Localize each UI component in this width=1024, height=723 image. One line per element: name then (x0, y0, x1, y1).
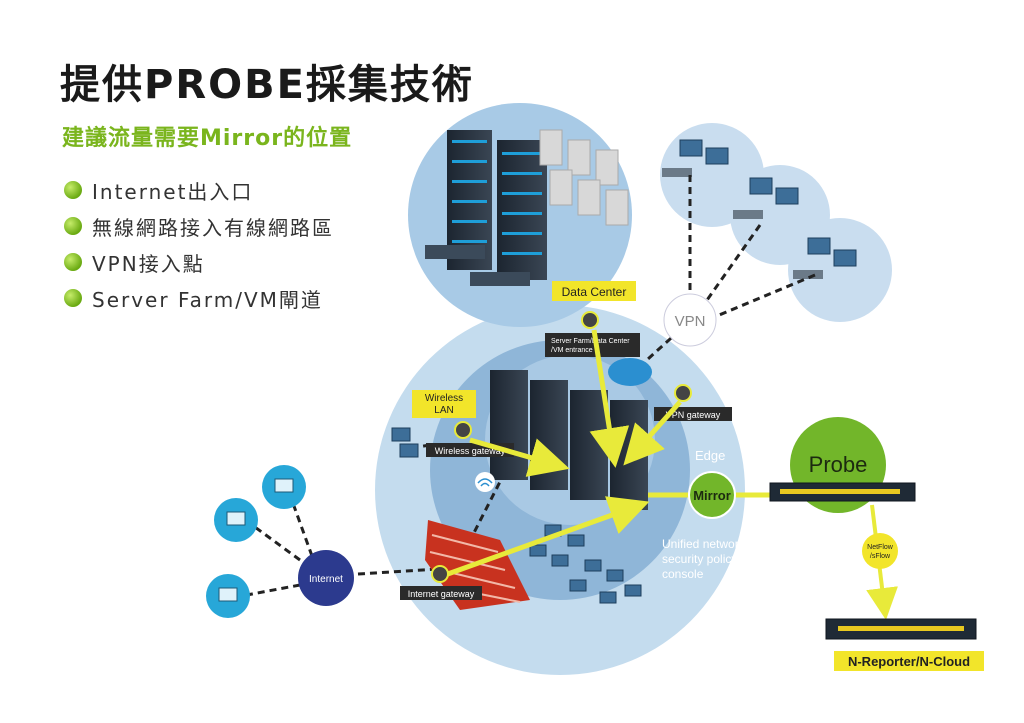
blade-server-icon (425, 245, 530, 286)
netflow-label: NetFlow (867, 544, 894, 551)
wireless-lan-label: LAN (434, 405, 453, 416)
monitor-icon (391, 427, 419, 458)
bullet-dot-icon (64, 217, 82, 235)
unified-label: Unified network (662, 537, 746, 551)
page-subtitle: 建議流量需要Mirror的位置 (62, 126, 353, 151)
netflow-label: /sFlow (870, 553, 891, 560)
unified-label: security policy (662, 552, 737, 566)
server-farm-label: Server Farm/Data Center (551, 338, 630, 345)
bullet-item: Server Farm/VM閘道 (64, 280, 334, 316)
internet-gateway-tag (400, 586, 482, 600)
probe-label: Probe (809, 452, 868, 477)
reporter-appliance-icon (825, 618, 977, 640)
wifi-waves-icon (477, 478, 493, 487)
monitor-icon (679, 139, 857, 267)
vpn-label: VPN (675, 313, 706, 330)
bullet-dot-icon (64, 181, 82, 199)
edge-label: Edge (695, 448, 725, 463)
data-center-tag (552, 281, 636, 301)
monitor-icon (529, 524, 642, 604)
n-reporter-tag (834, 651, 984, 671)
server-rack-lights (452, 140, 542, 255)
bullet-item: VPN接入點 (64, 244, 334, 280)
vpn-gateway-label: VPN gateway (666, 410, 721, 420)
netflow-node (862, 533, 898, 569)
laptop-icon (662, 168, 823, 279)
bullet-text: Server Farm/VM閘道 (92, 287, 323, 312)
page-title: 提供PROBE採集技術 (60, 62, 474, 108)
wireless-lan-tag (412, 390, 476, 418)
probe-point-icon (581, 311, 599, 329)
server-farm-label: /VM entrance (551, 347, 593, 354)
mirror-node (688, 471, 736, 519)
mirror-traffic-arrow (444, 329, 682, 578)
probe-point-icon (431, 565, 449, 583)
bullet-text: VPN接入點 (92, 251, 205, 276)
data-center-label: Data Center (562, 285, 627, 299)
bullet-item: 無線網路接入有線網路區 (64, 208, 334, 244)
mirror-label: Mirror (693, 488, 731, 503)
internet-label: Internet (309, 574, 343, 585)
monitor-icon (218, 478, 294, 602)
wireless-gateway-label: Wireless gateway (435, 446, 506, 456)
bullet-dot-icon (64, 253, 82, 271)
router-icon (608, 358, 652, 386)
wireless-lan-label: Wireless (425, 393, 463, 404)
internet-gateway-label: Internet gateway (408, 589, 475, 599)
n-reporter-label: N-Reporter/N-Cloud (848, 654, 970, 669)
unified-label: console (662, 567, 704, 581)
probe-point-icon (454, 421, 472, 439)
probe-point-icon (674, 384, 692, 402)
tower-server-icon (539, 129, 629, 226)
internet-node (298, 550, 354, 606)
bullet-text: Internet出入口 (92, 179, 254, 204)
bullet-dot-icon (64, 289, 82, 307)
probe-appliance-icon (769, 482, 916, 502)
bullet-list: Internet出入口 無線網路接入有線網路區 VPN接入點 Server Fa… (64, 172, 334, 316)
wifi-icon (475, 472, 495, 492)
vpn-node (663, 293, 717, 347)
bullet-text: 無線網路接入有線網路區 (92, 215, 334, 240)
server-farm-tag (545, 333, 640, 357)
bullet-item: Internet出入口 (64, 172, 334, 208)
